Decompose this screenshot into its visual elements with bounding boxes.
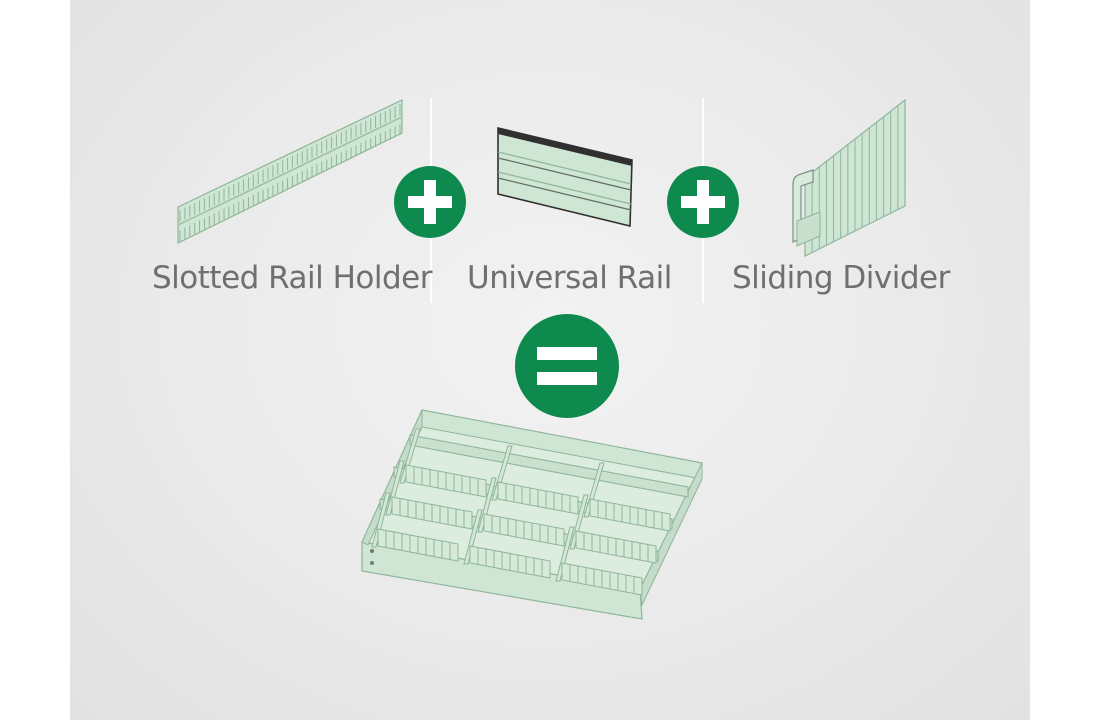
equals-icon	[515, 314, 619, 418]
universal-rail-image	[497, 126, 633, 228]
assembled-drawer-image	[361, 409, 703, 620]
plus-icon	[667, 166, 739, 238]
sliding-divider-image	[792, 98, 906, 257]
diagram-background: Slotted Rail Holder Universal Rail Slidi…	[70, 0, 1030, 720]
universal-rail-label: Universal Rail	[467, 260, 672, 296]
slotted-rail-holder-image	[177, 99, 403, 244]
plus-icon	[394, 166, 466, 238]
sliding-divider-label: Sliding Divider	[732, 260, 950, 296]
slotted-rail-holder-label: Slotted Rail Holder	[152, 260, 433, 296]
